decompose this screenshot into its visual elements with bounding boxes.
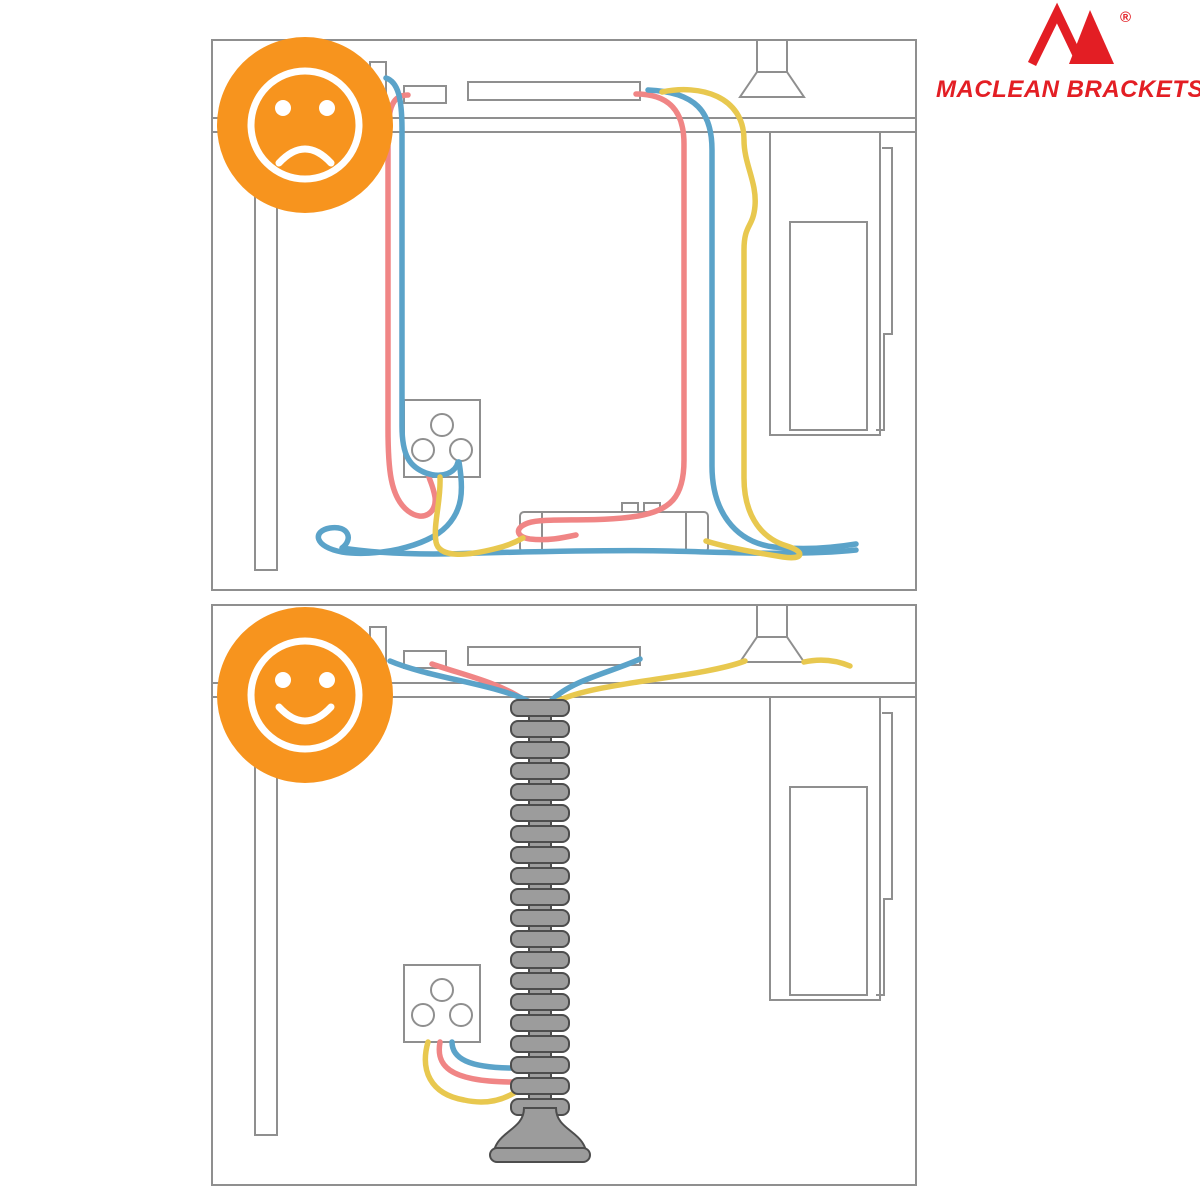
outlet-socket (449, 438, 473, 462)
bracket-arm (876, 712, 893, 996)
cable-yellow (432, 474, 526, 557)
cable-blue (383, 75, 461, 478)
strip-switch (621, 502, 639, 513)
happy-mouth (275, 703, 335, 725)
outlet-socket (430, 978, 454, 1002)
outlet-socket (449, 1003, 473, 1027)
brand-name: MACLEAN BRACKETS (936, 76, 1200, 103)
cable-yellow (659, 86, 803, 561)
orange-circle (217, 37, 393, 213)
outlet-socket (411, 1003, 435, 1027)
lamp-shade (738, 71, 806, 98)
cable-red (436, 1039, 517, 1085)
lamp-neck (756, 604, 788, 638)
spine-segments (510, 699, 570, 1116)
left-eye (275, 672, 291, 688)
pc-tower (789, 786, 868, 996)
happy-face-icon (247, 637, 363, 753)
maclean-m-icon (1069, 10, 1114, 64)
outlet-box (403, 399, 481, 478)
shelf (467, 81, 641, 101)
cable-red (515, 91, 687, 543)
orange-circle (217, 607, 393, 783)
right-eye (319, 100, 335, 116)
cable-yellow (422, 1039, 517, 1105)
sad-face-icon (247, 67, 363, 183)
tangled-cables (315, 75, 859, 561)
lamp-neck (756, 39, 788, 73)
cable-blue (449, 1039, 517, 1071)
maclean-m-icon (1027, 2, 1083, 66)
outlet-socket (430, 413, 454, 437)
brand-logo: ® MACLEAN BRACKETS (936, 2, 1200, 103)
wall-outlet (403, 964, 481, 1043)
spine-base-rim (489, 1147, 591, 1163)
right-eye (319, 672, 335, 688)
bracket-arm (876, 147, 893, 431)
sad-mouth (275, 145, 335, 167)
cable-blue (645, 87, 859, 552)
happy-face-badge (217, 607, 393, 783)
shelf (467, 646, 641, 666)
wall-outlet (403, 399, 481, 478)
cable-spine (489, 699, 591, 1163)
sad-face-badge (217, 37, 393, 213)
registered-mark: ® (1120, 9, 1131, 26)
pc-tower (789, 221, 868, 431)
outlet-box (403, 964, 481, 1043)
cable-blue (315, 459, 859, 557)
cable-yellow (801, 657, 853, 669)
left-eye (275, 100, 291, 116)
outlet-socket (411, 438, 435, 462)
